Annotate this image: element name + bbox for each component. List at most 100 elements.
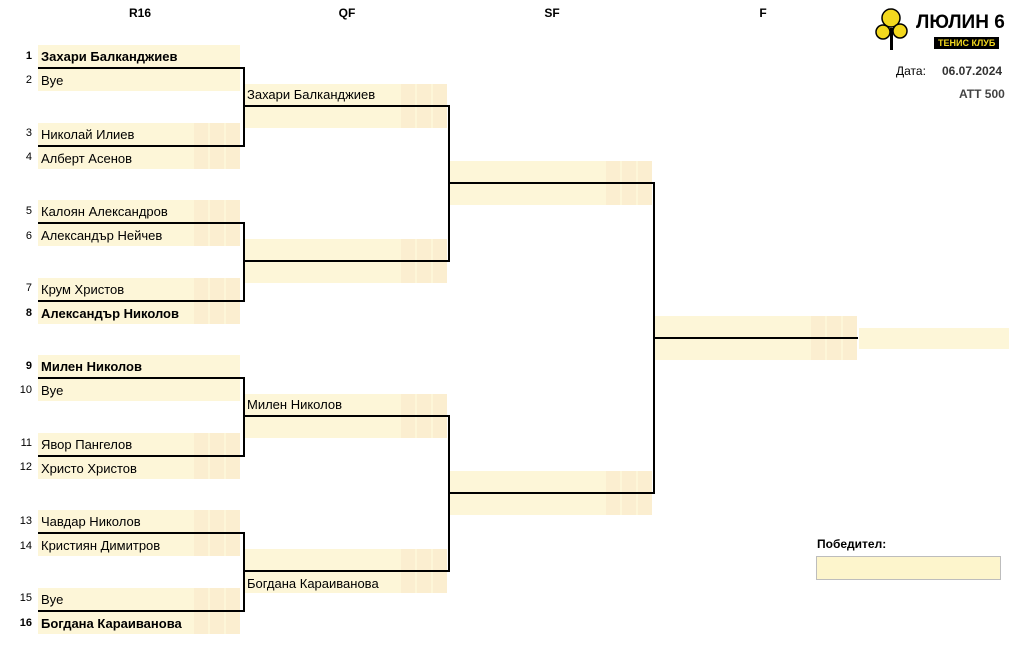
sf-slot-bg [450,471,652,492]
qf-player-name[interactable]: Захари Балканджиев [247,87,376,102]
score-box [210,302,224,324]
round-header-sf: SF [544,6,560,20]
player-name[interactable]: Калоян Александров [41,204,168,219]
player-name[interactable]: Bye [41,383,64,398]
qf-slot-bg [245,107,447,128]
date-value: 06.07.2024 [942,64,1003,78]
bracket-line [245,105,450,107]
score-box [210,278,224,300]
bracket-line [245,570,450,572]
final-slot-bg [655,316,857,337]
qf-slot-bg [245,417,447,438]
score-box [194,433,208,455]
bracket-line [655,337,858,339]
player-name[interactable]: Кристиян Димитров [41,538,161,553]
score-box [194,302,208,324]
bracket-line [38,455,244,457]
sf-slot-bg [450,161,652,182]
score-box [210,457,224,479]
score-box [194,510,208,532]
player-name[interactable]: Явор Пангелов [41,437,133,452]
player-name[interactable]: Милен Николов [41,359,142,374]
date-label: Дата: [896,64,926,78]
score-box [210,224,224,246]
score-box [194,200,208,222]
bracket-line [38,377,244,379]
tennis-ball-tree-icon [875,8,908,50]
score-box [226,510,240,532]
score-box [210,510,224,532]
score-box [226,433,240,455]
bracket-line [448,105,450,262]
score-box [226,224,240,246]
r16-slot-bg [38,612,240,634]
seed-number: 7 [25,282,32,294]
player-name[interactable]: Алберт Асенов [41,151,133,166]
qf-slot-bg [245,84,447,105]
bracket-line [38,300,244,302]
r16-slot-bg [38,147,240,169]
seed-number: 6 [25,230,32,242]
bracket-line [243,532,245,612]
round-header-r16: R16 [128,6,151,20]
seed-number: 12 [19,461,32,473]
qf-slot-bg [245,262,447,283]
final-slot-bg [655,339,857,360]
r16-slot-bg [38,534,240,556]
r16-slot-bg [38,433,240,455]
seed-number: 15 [19,592,32,604]
qf-slot-bg [245,572,447,593]
player-name[interactable]: Николай Илиев [41,127,135,142]
seed-number: 13 [19,515,32,527]
player-name[interactable]: Александър Николов [41,306,179,321]
bracket-line [243,377,245,457]
champion-slot-bg [859,328,1009,349]
qf-player-name[interactable]: Милен Николов [247,397,342,412]
bracket-line [38,145,244,147]
score-box [194,224,208,246]
bracket-line [38,222,244,224]
player-name[interactable]: Богдана Караиванова [41,616,182,631]
seed-number: 10 [19,384,32,396]
player-name[interactable]: Bye [41,592,64,607]
score-box [210,588,224,610]
tournament-label: ATT 500 [959,87,1005,101]
score-box [194,123,208,145]
bracket-line [38,67,244,69]
score-box [194,457,208,479]
player-name[interactable]: Захари Балканджиев [41,49,178,64]
seed-number: 5 [25,205,32,217]
seed-number: 11 [20,437,32,449]
seed-number: 9 [25,360,32,372]
r16-slot-bg [38,200,240,222]
winner-box[interactable] [816,556,1001,580]
score-box [226,302,240,324]
score-box [194,612,208,634]
score-box [194,147,208,169]
r16-slot-bg [38,379,240,401]
player-name[interactable]: Чавдар Николов [41,514,141,529]
r16-slot-bg [38,457,240,479]
sf-slot-bg [450,184,652,205]
player-name[interactable]: Христо Христов [41,461,137,476]
score-box [194,534,208,556]
bracket-line [653,182,655,494]
bracket-line [450,182,655,184]
bracket-line [245,415,450,417]
qf-player-name[interactable]: Богдана Караиванова [247,576,379,591]
score-box [226,123,240,145]
score-box [210,123,224,145]
qf-slot-bg [245,394,447,415]
score-box [194,278,208,300]
player-name[interactable]: Bye [41,73,64,88]
seed-number: 4 [25,151,32,163]
bracket-line [448,415,450,572]
player-name[interactable]: Крум Христов [41,282,125,297]
bracket-line [38,532,244,534]
player-name[interactable]: Александър Нейчев [41,228,163,243]
score-box [226,457,240,479]
score-box [194,588,208,610]
round-header-qf: QF [338,6,356,20]
score-box [210,200,224,222]
r16-slot-bg [38,123,240,145]
